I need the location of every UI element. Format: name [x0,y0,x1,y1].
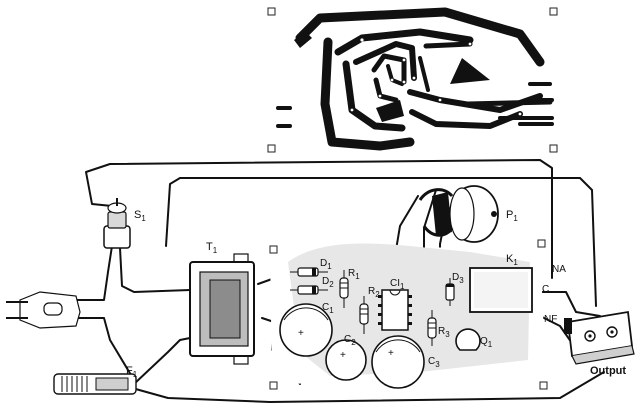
d3-label: D3 [452,272,464,285]
svg-text:+: + [388,348,394,359]
d1-label: D1 [320,258,332,271]
d2-label: D2 [322,276,334,289]
relay-k1 [469,267,533,313]
transistor-q1 [455,328,481,351]
resistor-r3 [427,310,437,346]
r1-label: R1 [348,268,360,281]
r2-label: R2 [368,286,380,299]
q1-label: Q1 [480,336,493,349]
resistor-r2 [359,296,369,334]
f1-label: F1 [126,365,138,379]
output-label: Output [590,365,626,377]
svg-text:+: + [340,350,346,361]
c1-label: C1 [322,302,334,315]
s1-label: S1 [134,209,146,223]
diode-d2 [290,285,328,295]
capacitor-c3: + [371,335,425,389]
ci1-label: CI1 [390,278,405,291]
pcb-copper-pattern [267,7,558,153]
capacitor-c1: + [279,303,333,357]
nf-label: NF [544,314,557,325]
ic-ci1 [378,289,412,331]
r3-label: R3 [438,326,450,339]
diode-d3 [445,278,455,306]
t1-label: T1 [206,241,218,255]
c2-label: C2 [344,334,356,347]
k1-label: K1 [506,253,518,267]
potentiometer-p1 [418,185,499,243]
c3-label: C3 [428,356,440,369]
transformer-t1 [189,253,255,365]
p1-label: P1 [506,209,518,223]
mains-plug [6,291,81,329]
resistor-r1 [339,270,349,308]
switch-s1 [103,198,131,249]
svg-text:+: + [298,328,304,339]
output-socket [564,310,635,365]
c-contact-label: C [542,284,549,295]
fuse-holder-f1 [53,373,137,395]
na-label: NA [552,264,566,275]
diode-d1 [290,267,328,277]
capacitor-c2: + [325,339,367,381]
